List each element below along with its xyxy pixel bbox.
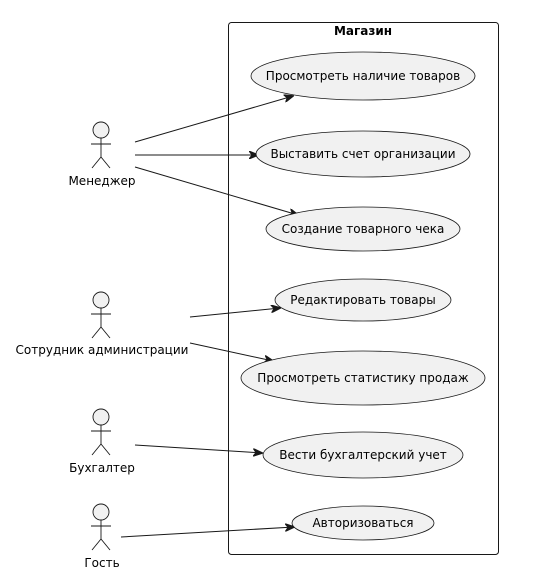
use-case-label: Авторизоваться: [312, 516, 413, 530]
use-case-label: Просмотреть наличие товаров: [266, 69, 460, 83]
association-admin-uc4: [189, 308, 280, 318]
actor-label: Гость: [84, 556, 119, 570]
system-box: [228, 22, 499, 555]
actor-admin-staff: Сотрудник администрации: [16, 291, 189, 357]
actor-label: Менеджер: [68, 174, 135, 188]
association-accountant-uc6: [134, 444, 262, 453]
actor-accountant: Бухгалтер: [69, 408, 135, 475]
actor-manager: Менеджер: [68, 121, 136, 188]
actor-stick-figure-icon: [91, 503, 111, 551]
use-case-label: Редактировать товары: [290, 293, 435, 307]
use-case-create-receipt: Создание товарного чека: [265, 206, 461, 252]
actor-stick-figure-icon: [91, 291, 111, 339]
use-case-issue-invoice: Выставить счет организации: [255, 130, 471, 178]
system-boundary: Магазин: [228, 22, 499, 555]
association-manager-uc3: [134, 166, 298, 215]
use-case-label: Просмотреть статистику продаж: [257, 371, 469, 385]
use-cases: Просмотреть наличие товаров Выставить сч…: [240, 51, 486, 541]
system-title: Магазин: [334, 24, 392, 38]
actor-stick-figure-icon: [91, 121, 111, 169]
association-admin-uc5: [189, 342, 273, 361]
use-case-accounting: Вести бухгалтерский учет: [262, 431, 464, 479]
actors: Менеджер Сотрудник администрации Бухга: [16, 121, 189, 570]
use-case-view-stock: Просмотреть наличие товаров: [250, 51, 476, 101]
association-guest-uc7: [120, 527, 294, 538]
use-case-label: Выставить счет организации: [270, 147, 455, 161]
use-case-login: Авторизоваться: [291, 505, 435, 541]
use-case-view-sales-stats: Просмотреть статистику продаж: [240, 350, 486, 406]
use-case-label: Создание товарного чека: [282, 222, 445, 236]
use-case-edit-products: Редактировать товары: [274, 278, 452, 322]
actor-guest: Гость: [84, 503, 120, 570]
actor-label: Сотрудник администрации: [16, 343, 189, 357]
use-case-label: Вести бухгалтерский учет: [279, 448, 447, 462]
actor-label: Бухгалтер: [69, 461, 135, 475]
association-manager-uc1: [134, 96, 293, 143]
actor-stick-figure-icon: [91, 408, 111, 456]
associations: [120, 96, 298, 538]
